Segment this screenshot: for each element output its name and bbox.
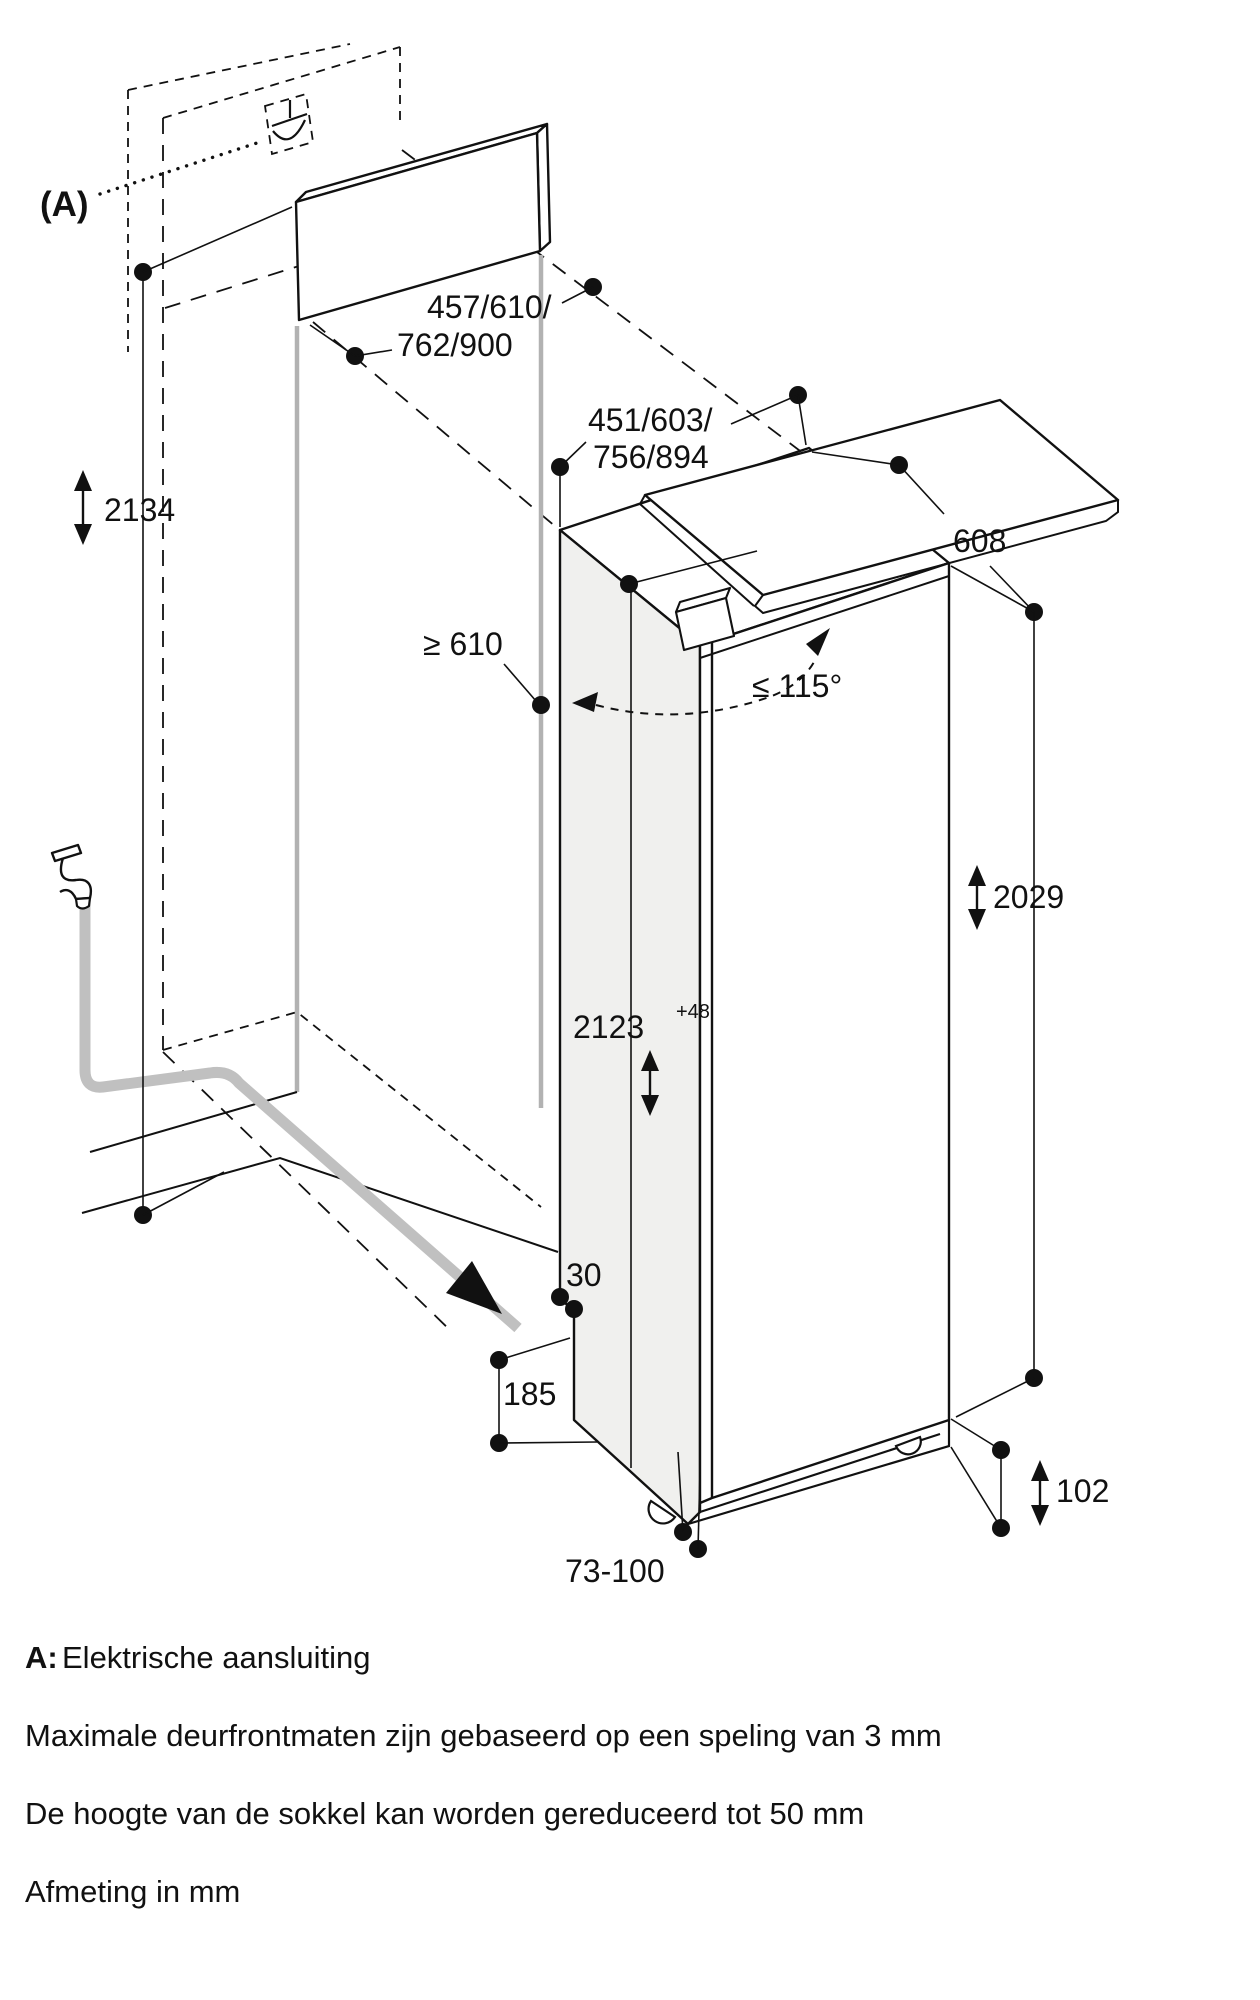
label-rear-gap: 30 (566, 1257, 602, 1293)
label-min-depth: ≥ 610 (423, 626, 503, 662)
dim-min-depth (503, 663, 550, 714)
label-plinth-range: 73-100 (565, 1553, 665, 1589)
note-a-text: Elektrische aansluiting (62, 1640, 370, 1675)
dim-plinth-height (950, 1418, 1049, 1537)
label-niche-height-tolerance: +48 (676, 1001, 710, 1023)
door-front-panel (294, 122, 552, 322)
dim-door-height (955, 612, 1043, 1418)
label-niche-widths-1: 451/603/ (588, 402, 713, 438)
marker-a-leader (98, 140, 262, 196)
appliance-body (558, 398, 1120, 1526)
water-pipe (79, 898, 522, 1333)
dim-water-connection (490, 1337, 598, 1452)
tray-pointer (620, 550, 758, 593)
label-door-front-widths-1: 457/610/ (427, 289, 552, 325)
dim-niche-widths (551, 386, 807, 527)
label-door-height: 2029 (993, 879, 1064, 915)
door-top-strip (699, 575, 950, 659)
note-line-3: De hoogte van de sokkel kan worden gered… (25, 1796, 864, 1831)
door-opening-arc (572, 628, 830, 716)
label-niche-widths-2: 756/894 (593, 439, 709, 475)
appliance-door-face (698, 561, 951, 1505)
label-water-connection: 185 (503, 1376, 556, 1412)
appliance-foot-right (894, 1435, 922, 1456)
tap-icon (50, 843, 92, 910)
dim-left-height (74, 206, 293, 1224)
label-plinth-height: 102 (1056, 1473, 1109, 1509)
dim-depth (811, 451, 1043, 621)
label-left-height: 2134 (104, 492, 175, 528)
dim-door-front-widths (309, 278, 602, 365)
note-a-label: A: (25, 1640, 58, 1675)
notes-block: A: Elektrische aansluiting Maximale deur… (25, 1640, 942, 1909)
dim-plinth-range (674, 1451, 707, 1558)
label-depth: 608 (953, 523, 1006, 559)
note-line-2: Maximale deurfrontmaten zijn gebaseerd o… (25, 1718, 942, 1753)
label-niche-height: 2123 (573, 1009, 644, 1045)
floor-lines (81, 1011, 559, 1334)
label-door-angle: ≤ 115° (752, 668, 842, 704)
floor-edge-front (687, 1420, 951, 1526)
label-door-front-widths-2: 762/900 (397, 327, 513, 363)
hinge-box (674, 586, 736, 652)
top-tray (638, 398, 1120, 615)
power-socket-icon (263, 92, 315, 156)
appliance-foot-left (647, 1499, 677, 1525)
dim-rear-gap (551, 1288, 583, 1318)
dim-niche-height (630, 592, 659, 1468)
drain-arrow-icon (446, 1261, 502, 1314)
note-line-4: Afmeting in mm (25, 1874, 240, 1909)
marker-a-label: (A) (40, 185, 89, 224)
